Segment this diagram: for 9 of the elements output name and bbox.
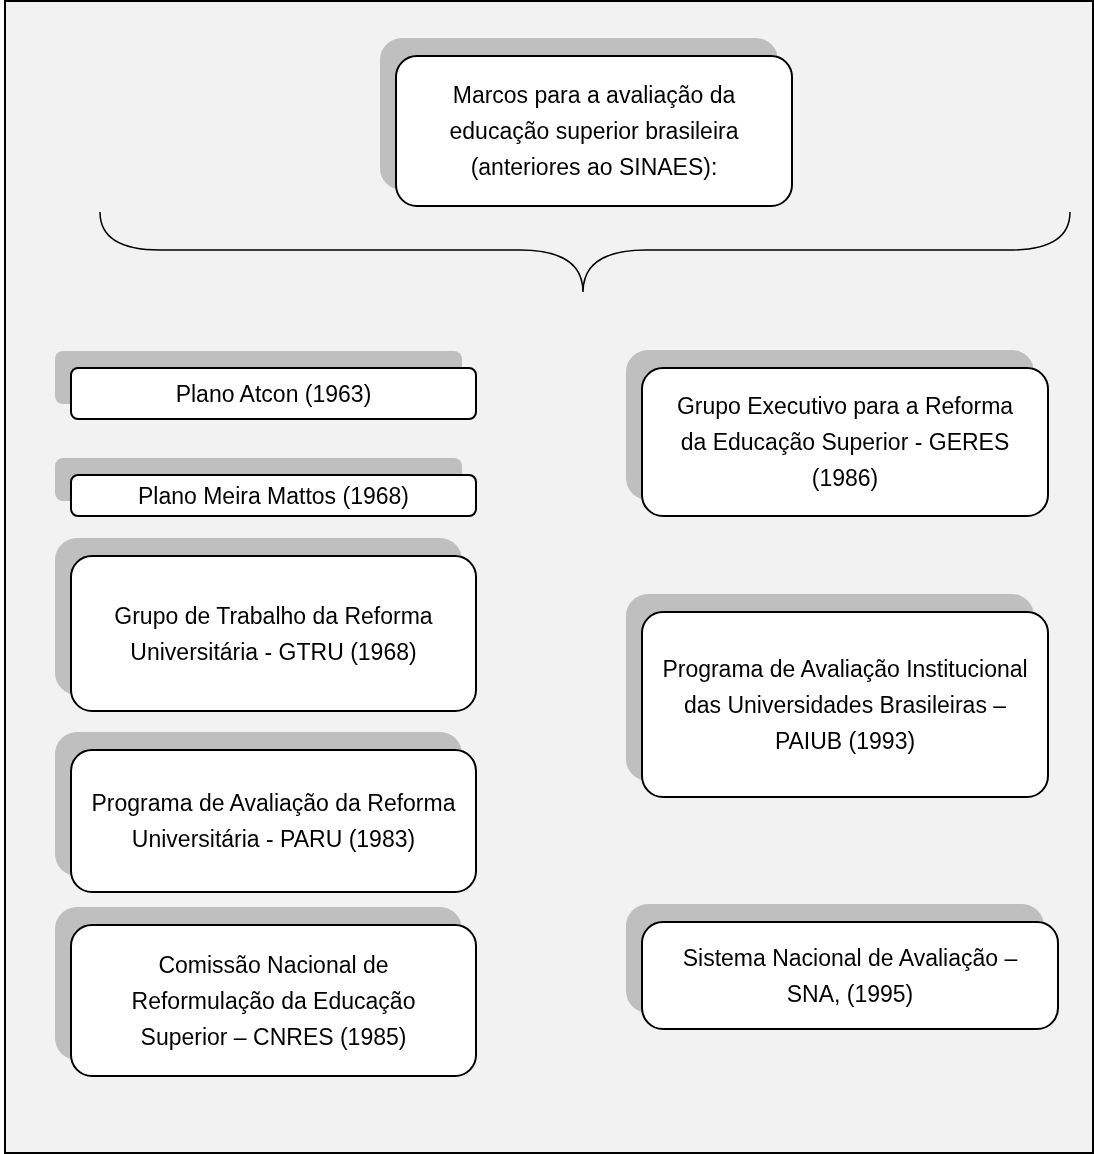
milestone-box: Sistema Nacional de Avaliação – SNA, (1995) <box>641 921 1059 1030</box>
milestone-box: Comissão Nacional de Reformulação da Educação Superior – CNRES (1985) <box>70 924 477 1077</box>
milestone-box: Grupo Executivo para a Reforma da Educação Superior - GERES (1986) <box>641 367 1049 517</box>
milestone-box: Grupo de Trabalho da Reforma Universitária - GTRU (1968) <box>70 555 477 712</box>
title-box: Marcos para a avaliação da educação superior brasileira (anteriores ao SINAES): <box>395 55 793 207</box>
milestone-box: Plano Meira Mattos (1968) <box>70 474 477 517</box>
milestone-box: Programa de Avaliação da Reforma Universitária - PARU (1983) <box>70 749 477 893</box>
milestone-box: Programa de Avaliação Institucional das Universidades Brasileiras – PAIUB (1993) <box>641 611 1049 798</box>
milestone-box: Plano Atcon (1963) <box>70 367 477 420</box>
